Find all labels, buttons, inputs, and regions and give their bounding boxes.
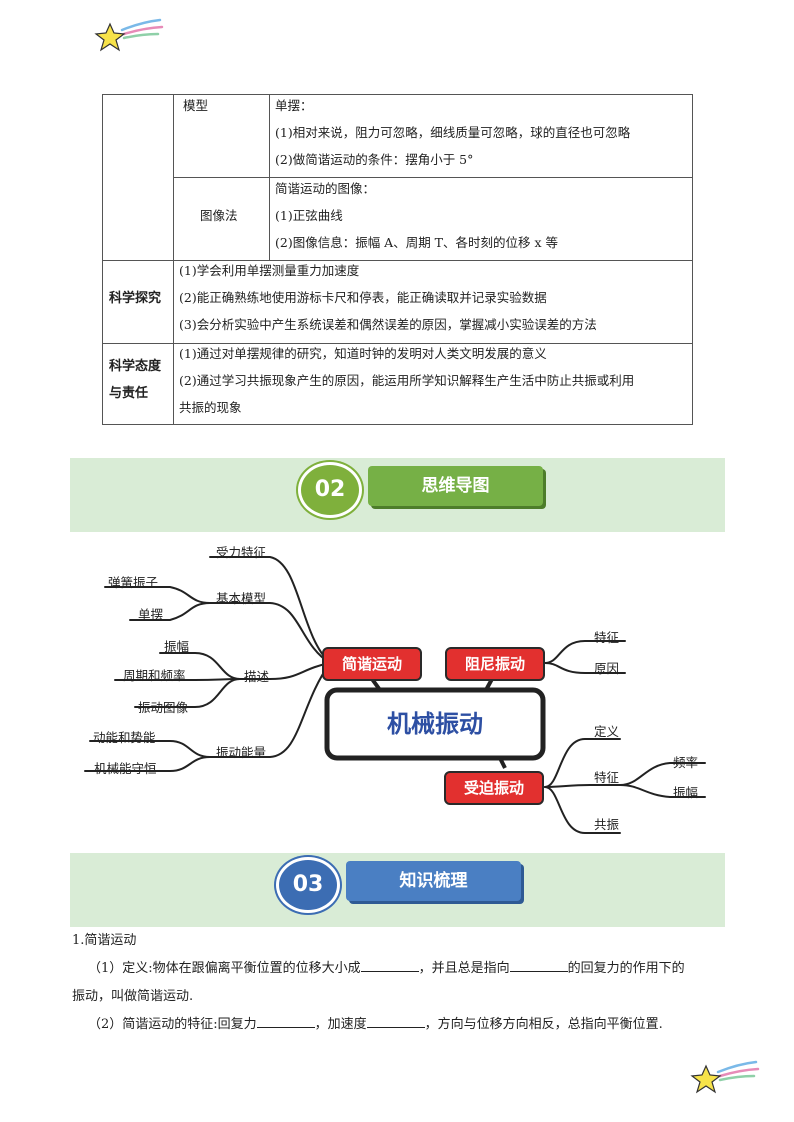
mindmap-leaf: 振动图像 — [138, 700, 189, 715]
row-attitude-line: 共振的现象 — [179, 400, 242, 415]
row-graph-line: (2)图像信息：振幅 A、周期 T、各时刻的位移 x 等 — [275, 235, 559, 250]
row-inquiry-line: (2)能正确熟练地使用游标卡尺和停表，能正确读取并记录实验数据 — [179, 290, 547, 305]
fill-blank[interactable] — [366, 1015, 425, 1028]
fill-blank[interactable] — [360, 959, 419, 972]
mindmap-leaf: 原因 — [594, 661, 620, 676]
mindmap-connectors — [84, 556, 706, 834]
row-graph-line: (1)正弦曲线 — [275, 208, 343, 223]
text-span: （1）定义:物体在跟偏离平衡位置的位移大小成 — [88, 961, 361, 976]
mindmap-leaf: 单摆 — [138, 607, 164, 622]
star-decoration-top — [92, 16, 164, 56]
mindmap-leaf: 基本模型 — [216, 591, 267, 606]
row-attitude-line: (2)通过学习共振现象产生的原因，能运用所学知识解释生产生活中防止共振或利用 — [179, 373, 635, 388]
mindmap-leaf: 定义 — [594, 724, 620, 739]
content-paragraph: （2）简谐运动的特征:回复力 ，加速度 ，方向与位移方向相反，总指向平衡位置. — [88, 1013, 663, 1032]
section-title: 知识梳理 — [346, 861, 521, 901]
mindmap-leaf: 动能和势能 — [93, 730, 156, 745]
row-inquiry-line: (1)学会利用单摆测量重力加速度 — [179, 263, 360, 278]
section-number: 03 — [276, 857, 340, 913]
mindmap-leaf: 特征 — [594, 770, 620, 785]
row-model-line: (2)做简谐运动的条件：摆角小于 5° — [275, 152, 474, 167]
row-inquiry-line: (3)会分析实验中产生系统误差和偶然误差的原因，掌握减小实验误差的方法 — [179, 317, 597, 332]
fill-blank[interactable] — [256, 1015, 315, 1028]
content-paragraph: （1）定义:物体在跟偏离平衡位置的位移大小成 ，并且总是指向 的回复力的作用下的 — [88, 957, 685, 976]
mindmap-leaf: 共振 — [594, 817, 620, 832]
section-title: 思维导图 — [368, 466, 543, 506]
text-span: ，加速度 — [314, 1017, 367, 1032]
row-attitude-label: 与责任 — [109, 386, 149, 401]
text-span: ，并且总是指向 — [418, 961, 510, 976]
mindmap-leaf: 周期和频率 — [123, 668, 186, 683]
mindmap-leaf: 弹簧振子 — [108, 575, 159, 590]
row-attitude-label: 科学态度 — [109, 359, 162, 374]
content-paragraph: 振动，叫做简谐运动. — [72, 989, 194, 1004]
table-divider — [103, 260, 692, 261]
text-span: ，方向与位移方向相反，总指向平衡位置. — [424, 1017, 663, 1032]
table-divider — [103, 343, 692, 344]
mindmap-leaf: 描述 — [244, 669, 270, 684]
mindmap-leaf: 振幅 — [673, 785, 699, 800]
mindmap-leaf: 受力特征 — [216, 545, 267, 560]
table-divider — [173, 95, 174, 424]
mindmap-leaf: 频率 — [673, 755, 699, 770]
competency-table: 模型 单摆： (1)相对来说，阻力可忽略，细线质量可忽略，球的直径也可忽略 (2… — [102, 94, 693, 425]
row-model-label: 模型 — [183, 98, 209, 113]
mindmap-leaf: 振动能量 — [216, 745, 267, 760]
row-model-line: 单摆： — [275, 98, 313, 113]
mindmap-leaf: 振幅 — [164, 639, 190, 654]
mindmap-node-shm: 简谐运动 — [322, 647, 422, 681]
row-attitude-line: (1)通过对单摆规律的研究，知道时钟的发明对人类文明发展的意义 — [179, 346, 547, 361]
row-graph-line: 简谐运动的图像： — [275, 181, 376, 196]
row-model-line: (1)相对来说，阻力可忽略，细线质量可忽略，球的直径也可忽略 — [275, 125, 631, 140]
text-span: （2）简谐运动的特征:回复力 — [88, 1017, 257, 1032]
mindmap-center: 机械振动 — [387, 710, 483, 738]
mindmap-leaf: 机械能守恒 — [94, 761, 157, 776]
star-decoration-bottom — [688, 1058, 760, 1098]
mindmap-node-forced: 受迫振动 — [444, 771, 544, 805]
content-heading: 1.简谐运动 — [72, 933, 137, 948]
text-span: 的回复力的作用下的 — [567, 961, 685, 976]
table-divider — [173, 177, 692, 178]
fill-blank[interactable] — [509, 959, 568, 972]
row-graph-label: 图像法 — [200, 208, 238, 223]
row-inquiry-label: 科学探究 — [109, 291, 162, 306]
mindmap-leaf: 特征 — [594, 630, 620, 645]
table-divider — [269, 95, 270, 261]
section-number: 02 — [298, 462, 362, 518]
mindmap-node-damped: 阻尼振动 — [445, 647, 545, 681]
